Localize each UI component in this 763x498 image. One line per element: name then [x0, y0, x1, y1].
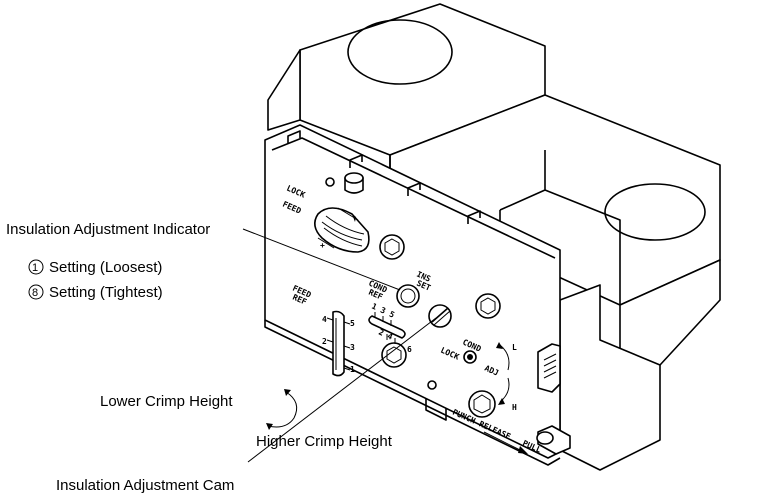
feed-scale-1: 1 — [350, 365, 355, 374]
cam-leader — [247, 317, 437, 463]
setting-1-number: 1 — [32, 262, 38, 274]
pull-arrow — [483, 431, 528, 454]
feed-dial[interactable] — [314, 207, 370, 253]
lower-crimp-height-label: Lower Crimp Height — [100, 393, 233, 410]
hex-screw-3 — [381, 342, 407, 368]
insulation-adjustment-indicator[interactable] — [396, 284, 420, 308]
lower-bore-hole — [604, 183, 706, 241]
hex-screw-1 — [379, 234, 405, 260]
leader-lines — [242, 228, 437, 463]
setting-1-circle — [28, 259, 44, 275]
hex-screw-4 — [468, 390, 496, 418]
dimple — [427, 380, 437, 390]
side-knob[interactable] — [537, 343, 561, 393]
upper-bore-hole — [347, 19, 453, 85]
cond-ref-slot — [368, 312, 406, 344]
cond-lock-knob[interactable] — [463, 350, 477, 364]
indicator-leader — [242, 228, 401, 291]
adj-h-label: H — [512, 403, 517, 412]
lock-pin — [325, 172, 364, 194]
adj-arrows — [496, 342, 510, 405]
insulation-adjustment-indicator-label: Insulation Adjustment Indicator — [6, 221, 210, 238]
crimp-rotation-arc — [267, 391, 298, 428]
cond-scale-6: 6 — [407, 345, 412, 354]
feed-ref-slot — [326, 310, 351, 377]
callouts: Insulation Adjustment Indicator 1 Settin… — [6, 221, 393, 494]
higher-crimp-height-label: Higher Crimp Height — [256, 433, 393, 450]
setting-loosest-label: Setting (Loosest) — [49, 259, 162, 276]
feed-plus-label: + — [320, 241, 325, 250]
hex-screw-2 — [475, 293, 501, 319]
lower-housing — [559, 284, 661, 471]
insulation-adjustment-cam-label: Insulation Adjustment Cam — [56, 477, 234, 494]
setting-8-number: 8 — [32, 287, 38, 299]
upper-block-side — [267, 49, 301, 131]
adj-l-label: L — [512, 343, 517, 352]
insulation-adjustment-cam[interactable] — [428, 304, 452, 328]
feed-scale-2: 2 — [322, 337, 327, 346]
setting-8-circle — [28, 284, 44, 300]
feed-scale-5: 5 — [350, 319, 355, 328]
setting-tightest-label: Setting (Tightest) — [49, 284, 163, 301]
feed-scale-4: 4 — [322, 315, 327, 324]
punch-release-pin[interactable] — [536, 425, 571, 455]
feed-scale-3: 3 — [350, 343, 355, 352]
